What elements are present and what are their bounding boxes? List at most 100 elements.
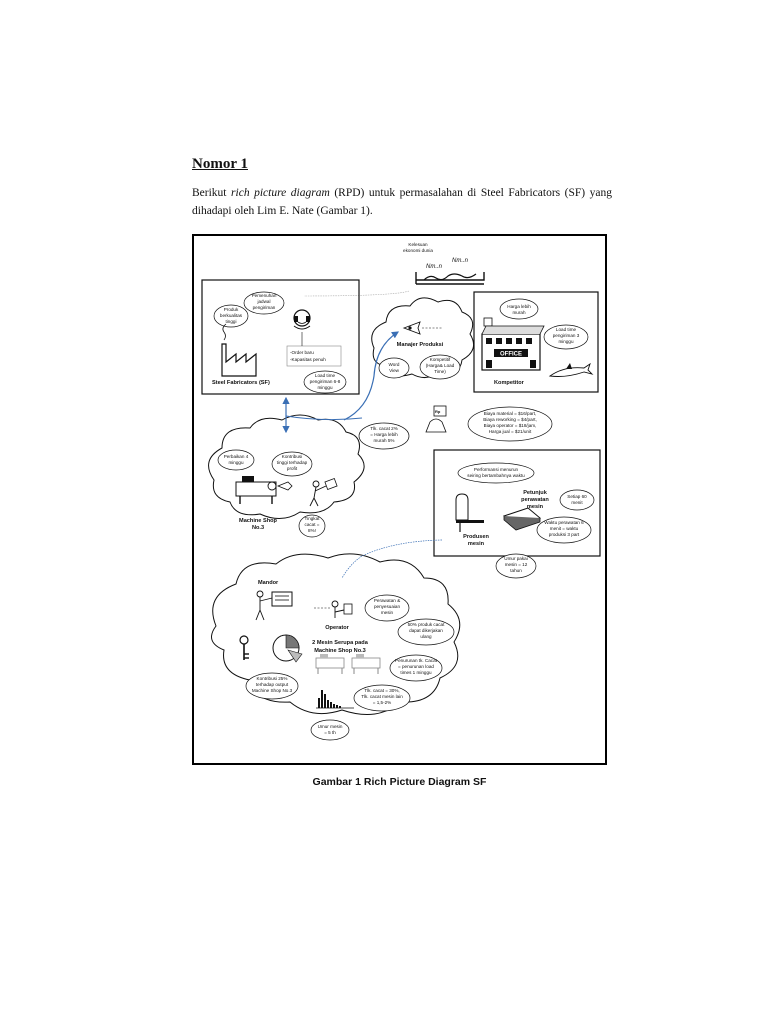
prod-petunjuk-line2: perawatan — [521, 497, 549, 503]
svg-text:Setiap 60: Setiap 60 — [567, 494, 587, 499]
komp-cloud-leadtime: Load time pengiriman 3 minggu — [543, 324, 589, 350]
svg-text:mesin = 12: mesin = 12 — [505, 562, 528, 567]
kelesuan-line1: Kelesuan — [408, 242, 428, 247]
manajer-produksi-cloud: Manajer Produksi Word View Kompetitif (H… — [371, 297, 475, 380]
svg-text:Biaya material = $16/part,: Biaya material = $16/part, — [484, 411, 536, 416]
svg-text:Word: Word — [389, 362, 400, 367]
svg-text:murah: murah — [512, 310, 525, 315]
desk-person-icon — [455, 493, 484, 532]
svg-text:Umur mesin: Umur mesin — [318, 724, 343, 729]
prod-petunjuk-line1: Petunjuk — [523, 490, 548, 496]
svg-text:Performansi menurun: Performansi menurun — [474, 467, 519, 472]
mesin-title-line2: Machine Shop No.3 — [314, 648, 366, 654]
svg-text:pengiriman: pengiriman — [253, 305, 276, 310]
svg-text:Perawatan &: Perawatan & — [374, 598, 400, 603]
svg-text:murah 5%: murah 5% — [374, 438, 395, 443]
svg-text:View: View — [389, 368, 400, 373]
svg-text:tinggi: tinggi — [226, 319, 237, 324]
svg-text:= 1,5-2%: = 1,5-2% — [373, 700, 392, 705]
svg-text:Tlk. cacat = 30%,: Tlk. cacat = 30%, — [364, 688, 399, 693]
svg-text:Nm..n: Nm..n — [452, 258, 469, 264]
svg-text:minggu: minggu — [558, 339, 574, 344]
cloud-kompetitif: Kompetitif (Harga& Load Time) — [419, 354, 461, 380]
svg-text:menit: menit — [571, 500, 583, 505]
intro-suffix: (RPD) untuk permasalahan di Steel Fabric… — [192, 187, 613, 217]
svg-text:Kompetitif: Kompetitif — [430, 357, 451, 362]
prod-petunjuk-line3: mesin — [527, 504, 544, 510]
office-building-icon: OFFICE — [481, 317, 545, 371]
svg-text:berkualitas: berkualitas — [220, 313, 243, 318]
svg-text:Harga jual = $21/unit: Harga jual = $21/unit — [489, 429, 532, 434]
pie-chart-icon — [272, 634, 303, 663]
office-sign: OFFICE — [500, 352, 522, 358]
manual-book-icon — [502, 507, 542, 531]
svg-text:pengiriman 6-8: pengiriman 6-8 — [310, 379, 341, 384]
svg-text:= 5 th: = 5 th — [324, 730, 336, 735]
cloud-umur-pakai: Umur pakai mesin = 12 tahun — [495, 553, 537, 579]
svg-text:seiring bertambahnya waktu: seiring bertambahnya waktu — [467, 473, 525, 478]
mandor-title: Mandor — [258, 580, 279, 586]
prod-title-line2: mesin — [468, 541, 485, 547]
lathe-machine-icon — [235, 476, 293, 504]
cloud-waktu: Waktu perawatan 6 menit = waktu produksi… — [536, 516, 592, 544]
svg-text:Perbaikan 4: Perbaikan 4 — [224, 454, 249, 459]
svg-text:jadwal: jadwal — [256, 299, 270, 304]
svg-text:Harga lebih: Harga lebih — [507, 304, 531, 309]
svg-text:Biaya operator = $18/jam,: Biaya operator = $18/jam, — [484, 423, 537, 428]
produsen-mesin-box: Performansi menurun seiring bertambahnya… — [433, 449, 601, 557]
komp-cloud-harga: Harga lebih murah — [499, 298, 539, 320]
ms3-cloud-tingkat: Tingkat cacat = 8%! — [298, 514, 326, 538]
shark-icon — [548, 362, 594, 377]
worker-sign-icon — [309, 478, 338, 507]
cloud-biaya: Biaya material = $16/part, Biaya reworki… — [467, 406, 553, 442]
svg-text:Kontribusi 25%: Kontribusi 25% — [257, 676, 288, 681]
intro-italic-term: rich picture diagram — [231, 187, 330, 199]
svg-text:Tlk. cacat mesin lain: Tlk. cacat mesin lain — [361, 694, 403, 699]
machines-icon — [315, 654, 381, 674]
svg-text:Produk: Produk — [224, 307, 239, 312]
svg-text:mesin: mesin — [381, 610, 394, 615]
rich-picture-diagram: Kelesuan ekonomi dunia Nm..n Nm..n Pemen… — [192, 234, 607, 765]
svg-text:(Harga& Load: (Harga& Load — [426, 363, 455, 368]
figure-caption: Gambar 1 Rich Picture Diagram SF — [312, 776, 487, 788]
svg-text:ulang: ulang — [420, 634, 432, 639]
machine-shop-3-cloud: Perbaikan 4 minggu Kontribusi tinggi ter… — [208, 414, 365, 538]
svg-text:= penurunan load: = penurunan load — [398, 664, 434, 669]
ms3-title-line2: No.3 — [252, 525, 264, 531]
svg-text:Tlk. cacat 2%: Tlk. cacat 2% — [370, 426, 398, 431]
sf-cloud-jadwal: Pemenuhan jadwal pengiriman — [243, 291, 285, 315]
svg-text:Tingkat: Tingkat — [305, 516, 321, 521]
op-cloud-umur: Umur mesin = 5 th — [310, 719, 350, 741]
sleeping-figure-icon: Nm..n Nm..n — [415, 258, 485, 285]
svg-text:Machine Shop No.3: Machine Shop No.3 — [252, 688, 293, 693]
op-cloud-kontribusi: Kontribusi 25% terhadap output Machine S… — [245, 672, 299, 700]
svg-text:tahun: tahun — [510, 568, 522, 573]
histogram-icon — [316, 690, 354, 709]
svg-text:Load time: Load time — [315, 373, 336, 378]
cloud-world-view: Word View — [378, 357, 410, 379]
kompetitor-title: Kompetitor — [494, 380, 525, 386]
ms3-title-line1: Machine Shop — [239, 518, 277, 524]
section-heading: Nomor 1 — [192, 156, 248, 172]
svg-text:Time): Time) — [434, 369, 446, 374]
factory-icon — [221, 323, 257, 377]
svg-text:produksi 3 part: produksi 3 part — [549, 532, 580, 537]
eye-icon — [402, 321, 442, 335]
svg-text:Waktu perawatan 6: Waktu perawatan 6 — [544, 520, 584, 525]
ms3-cloud-kontribusi: Kontribusi tinggi terhadap profit — [271, 451, 313, 477]
svg-text:cacat =: cacat = — [305, 522, 320, 527]
ms3-cloud-perbaikan: Perbaikan 4 minggu — [217, 449, 255, 471]
svg-text:8%!: 8%! — [308, 528, 316, 533]
mandor-board-icon — [255, 590, 293, 621]
prod-title-line1: Produsen — [463, 534, 489, 540]
operator-title: Operator — [325, 625, 349, 631]
sf-orders-note: -Order baru -Kapasitas penuh — [286, 332, 342, 367]
svg-text:tinggi terhadap: tinggi terhadap — [277, 460, 308, 465]
manager-head-icon — [293, 309, 311, 330]
svg-text:Umur pakai: Umur pakai — [504, 556, 528, 561]
intro-paragraph: Berikut rich picture diagram (RPD) untuk… — [192, 184, 612, 220]
svg-text:terhadap output: terhadap output — [256, 682, 289, 687]
money-bag-icon: Rp — [425, 405, 447, 433]
svg-text:minggu: minggu — [317, 385, 333, 390]
sf-title: Steel Fabricators (SF) — [212, 380, 270, 386]
